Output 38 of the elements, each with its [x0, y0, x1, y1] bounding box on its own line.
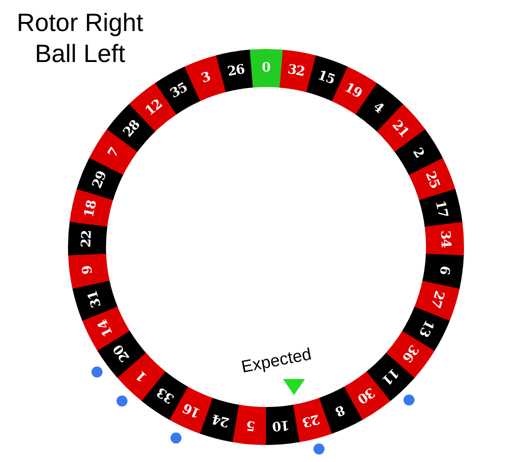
pocket-number: 15	[316, 69, 336, 88]
pocket-number: 3	[200, 70, 212, 86]
pocket-number: 19	[342, 80, 364, 101]
pocket-number: 16	[182, 400, 203, 420]
pocket-number: 2	[410, 146, 426, 160]
pocket-number: 20	[112, 342, 132, 364]
pocket-number: 23	[301, 412, 321, 429]
pocket-number: 27	[428, 289, 446, 310]
pocket-number: 29	[90, 170, 110, 191]
pocket-number: 8	[333, 402, 346, 418]
title: Rotor Right Ball Left	[16, 8, 144, 70]
pocket-number: 9	[81, 264, 96, 275]
pocket-number: 32	[286, 62, 306, 78]
pocket-number: 10	[272, 418, 290, 433]
pocket-number: 0	[262, 62, 270, 74]
pocket-number: 11	[379, 366, 400, 387]
pocket-number: 30	[356, 385, 377, 406]
pocket-number: 18	[82, 200, 100, 219]
pocket-number: 4	[371, 100, 386, 116]
pocket-number: 6	[436, 264, 451, 275]
pocket-number: 25	[422, 170, 442, 191]
expected-label: Expected	[240, 344, 314, 378]
pocket-number: 28	[121, 118, 142, 140]
pocket-number: 13	[416, 317, 436, 338]
pocket-number: 5	[246, 418, 256, 432]
pocket-number: 14	[96, 317, 116, 338]
pocket-number: 36	[400, 342, 420, 364]
pocket-number: 21	[390, 118, 411, 140]
pocket-number: 31	[86, 289, 104, 310]
pocket-number: 33	[155, 385, 176, 406]
pocket-number: 7	[106, 146, 122, 160]
pocket-number: 17	[432, 200, 450, 219]
pocket-number: 24	[211, 412, 231, 429]
pocket-number: 1	[134, 368, 150, 384]
pocket-number: 34	[438, 230, 452, 248]
pocket-number: 22	[80, 230, 94, 248]
pocket-number: 35	[168, 80, 190, 101]
pocket-number: 26	[226, 62, 246, 78]
